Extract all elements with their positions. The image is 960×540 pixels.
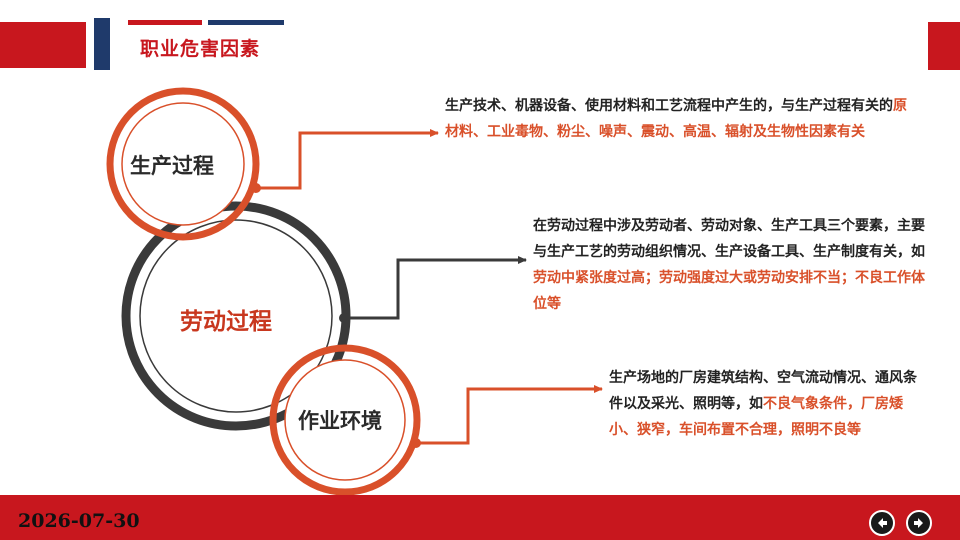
description-production-text: 生产技术、机器设备、使用材料和工艺流程中产生的，与生产过程有关的 — [445, 98, 893, 114]
dot-production — [251, 183, 261, 193]
arrow-left-icon — [878, 518, 887, 528]
description-environment-highlight: 不良气象条件，厂房矮小、狭窄，车间布置不合理，照明不良等 — [609, 396, 903, 438]
description-labor: 在劳动过程中涉及劳动者、劳动对象、生产工具三个要素，主要与生产工艺的劳动组织情况… — [533, 213, 925, 317]
header-red-block-left — [0, 22, 86, 68]
dot-labor — [339, 313, 349, 323]
description-labor-highlight: 劳动中紧张度过高；劳动强度过大或劳动安排不当；不良工作体位等 — [533, 270, 925, 312]
ring-production-inner — [121, 102, 245, 226]
header-red-block-right — [928, 22, 960, 70]
next-slide-button[interactable] — [906, 510, 932, 536]
description-environment-text: 生产场地的厂房建筑结构、空气流动情况、通风条件以及采光、照明等，如 — [609, 370, 917, 412]
footer-date: 2026-07-30 — [18, 510, 140, 532]
ring-environment-outer — [269, 344, 421, 496]
node-labor-label: 劳动过程 — [180, 309, 272, 335]
header-red-line — [128, 20, 202, 25]
connector-environment — [416, 385, 603, 445]
page-title: 职业危害因素 — [140, 38, 261, 60]
ring-environment-inner — [284, 359, 406, 481]
ring-labor-inner — [139, 219, 333, 413]
previous-slide-button[interactable] — [869, 510, 895, 536]
description-production: 生产技术、机器设备、使用材料和工艺流程中产生的，与生产过程有关的原材料、工业毒物… — [445, 93, 915, 145]
connector-labor — [344, 256, 527, 320]
arrow-right-icon — [914, 518, 923, 528]
header-navy-bar — [94, 18, 110, 70]
description-production-highlight: 原材料、工业毒物、粉尘、噪声、震动、高温、辐射及生物性因素有关 — [445, 98, 907, 140]
node-production-label: 生产过程 — [130, 154, 214, 178]
description-environment: 生产场地的厂房建筑结构、空气流动情况、通风条件以及采光、照明等，如不良气象条件，… — [609, 365, 929, 443]
connector-production — [256, 129, 439, 190]
node-environment-label: 作业环境 — [298, 409, 382, 433]
dot-environment — [411, 438, 421, 448]
footer-bar — [0, 495, 960, 540]
header-navy-line — [208, 20, 284, 25]
description-labor-text: 在劳动过程中涉及劳动者、劳动对象、生产工具三个要素，主要与生产工艺的劳动组织情况… — [533, 218, 925, 260]
ring-production-outer — [106, 87, 260, 241]
